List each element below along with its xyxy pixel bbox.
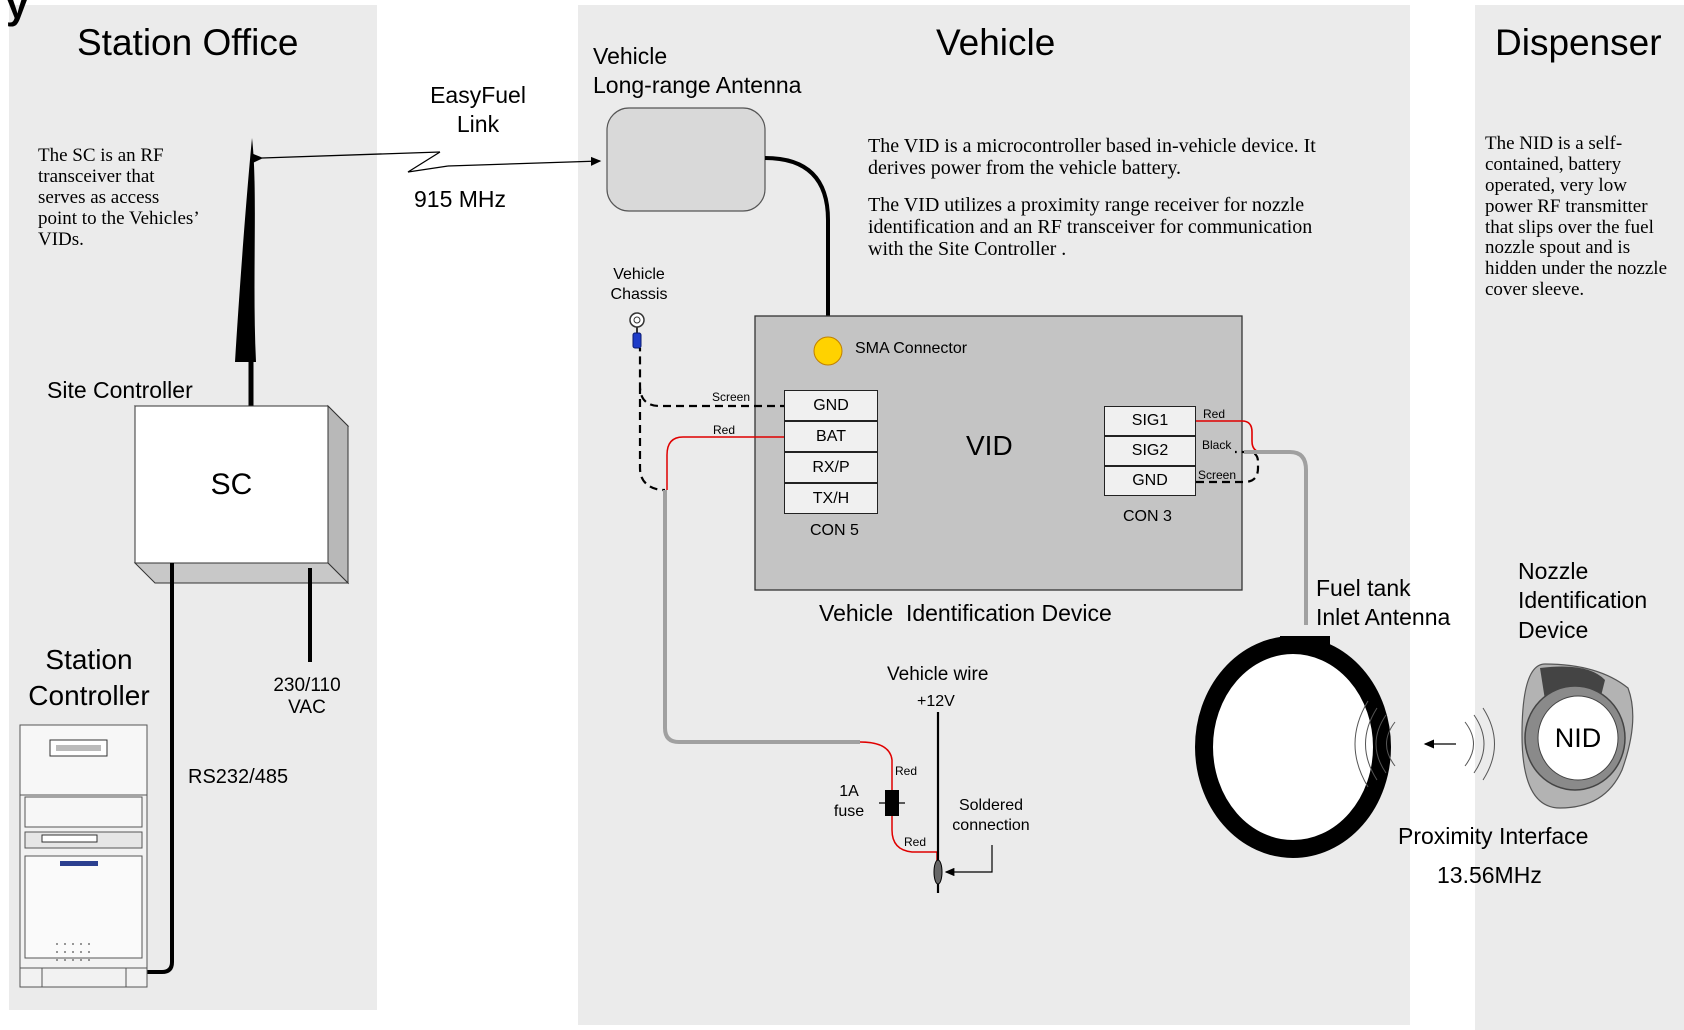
vehicle-antenna-icon (606, 107, 766, 212)
rf-link-arrow (252, 151, 602, 173)
vid-description-2: The VID utilizes a proximity range recei… (868, 194, 1313, 260)
power-label-line-2: VAC (288, 696, 326, 718)
red-label-fuse-top: Red (895, 764, 918, 778)
dispenser-title: Dispenser (1495, 22, 1662, 63)
inlet-antenna-line-2: Inlet Antenna (1316, 604, 1451, 631)
inlet-antenna-clip (1280, 636, 1330, 652)
vid-caption: Vehicle Identification Device (819, 600, 1112, 626)
con3-pin-sig2: SIG2 (1104, 436, 1196, 466)
solder-label-line-2: connection (952, 817, 1030, 835)
sc-description: The SC is an RF transceiver that serves … (38, 145, 199, 250)
vehicle-antenna-line-1: Vehicle (593, 43, 668, 69)
inlet-antenna-line-1: Fuel tank (1316, 575, 1411, 601)
station-controller-line-1: Station (45, 644, 133, 675)
serial-cable (146, 563, 174, 974)
con3-label: CON 3 (1123, 508, 1172, 525)
link-frequency: 915 MHz (414, 186, 507, 212)
con3-pin-gnd: GND (1104, 466, 1196, 496)
fuse-red-wire (859, 741, 938, 862)
station-controller-line-2: Controller (28, 680, 150, 712)
battery-cable (663, 490, 860, 744)
con5-pin-bat: BAT (784, 421, 878, 452)
sc-box-label: SC (135, 406, 328, 563)
voltage-label: +12V (917, 693, 955, 710)
vid-label: VID (966, 430, 1013, 461)
site-controller-box-icon (133, 404, 350, 585)
vehicle-chassis-line-2: Chassis (610, 286, 668, 304)
solder-joint-icon (933, 859, 943, 885)
solder-pointer (944, 845, 993, 877)
battery-red-wire (666, 436, 788, 490)
solder-label-line-1: Soldered (958, 797, 1024, 814)
screen-wire-con5 (638, 348, 788, 492)
nid-label: Nozzle Identification Device (1518, 558, 1647, 643)
page-title-fragment: y (6, 0, 29, 27)
nid-device-icon (1521, 663, 1634, 809)
sma-connector-icon (813, 336, 843, 366)
vehicle-chassis-line-1: Vehicle (613, 266, 665, 283)
fuse-label: 1A fuse (826, 783, 872, 822)
link-name-line-2: Link (456, 111, 500, 138)
fuse-label-line-1: 1A (839, 783, 859, 800)
proximity-waves-icon (1354, 700, 1495, 788)
con3-pin-sig1: SIG1 (1104, 406, 1196, 436)
vid-description-1: The VID is a microcontroller based in-ve… (868, 135, 1316, 179)
sma-connector-label: SMA Connector (855, 340, 968, 357)
station-controller-label: Station Controller (24, 644, 154, 712)
nid-label-line-1: Nozzle (1518, 558, 1589, 584)
proximity-frequency-label: 13.56MHz (1437, 862, 1542, 888)
vehicle-wire-label: Vehicle wire (887, 664, 989, 685)
nid-label-line-2: Identification (1518, 587, 1648, 614)
vehicle-antenna-line-2: Long-range Antenna (593, 72, 802, 99)
vehicle-chassis-label: Vehicle Chassis (604, 266, 674, 305)
power-label: 230/110 VAC (262, 675, 352, 719)
proximity-interface-label: Proximity Interface (1398, 823, 1589, 849)
link-name: EasyFuel Link (418, 82, 538, 138)
serial-label: RS232/485 (188, 766, 289, 788)
nid-badge: NID (1538, 716, 1618, 760)
pc-tower-icon (19, 724, 148, 988)
power-label-line-1: 230/110 (273, 675, 341, 696)
black-label-con3: Black (1202, 438, 1232, 452)
red-label-fuse-bottom: Red (904, 835, 927, 849)
solder-label: Soldered connection (948, 797, 1034, 836)
screen-label-con5: Screen (712, 390, 751, 404)
inlet-antenna-label: Fuel tank Inlet Antenna (1316, 575, 1450, 631)
con3-gray-cable (1244, 450, 1308, 625)
site-controller-label: Site Controller (47, 377, 193, 403)
screen-label-con3: Screen (1198, 468, 1237, 482)
sc-box-text: SC (210, 467, 253, 501)
con5-pin-gnd: GND (784, 390, 878, 421)
nid-description: The NID is a self-contained, battery ope… (1485, 133, 1668, 301)
red-label-con5: Red (713, 423, 736, 437)
nid-badge-text: NID (1554, 722, 1602, 753)
dispenser-panel (1475, 5, 1684, 1030)
con5-pin-rxp: RX/P (784, 452, 878, 483)
station-office-title: Station Office (77, 22, 299, 63)
con5-label: CON 5 (810, 522, 859, 539)
red-label-con3: Red (1203, 407, 1226, 421)
fuse-label-line-2: fuse (833, 803, 865, 821)
screen-wire-con3 (1196, 450, 1260, 484)
antenna-cable (764, 156, 830, 348)
vehicle-antenna-label: Vehicle Long-range Antenna (593, 43, 801, 99)
sc-antenna-icon (235, 138, 256, 408)
nid-label-line-3: Device (1518, 616, 1589, 643)
vehicle-title: Vehicle (936, 22, 1056, 63)
chassis-ground-icon (629, 312, 645, 349)
con5-pin-txh: TX/H (784, 483, 878, 514)
link-name-line-1: EasyFuel (430, 82, 526, 108)
